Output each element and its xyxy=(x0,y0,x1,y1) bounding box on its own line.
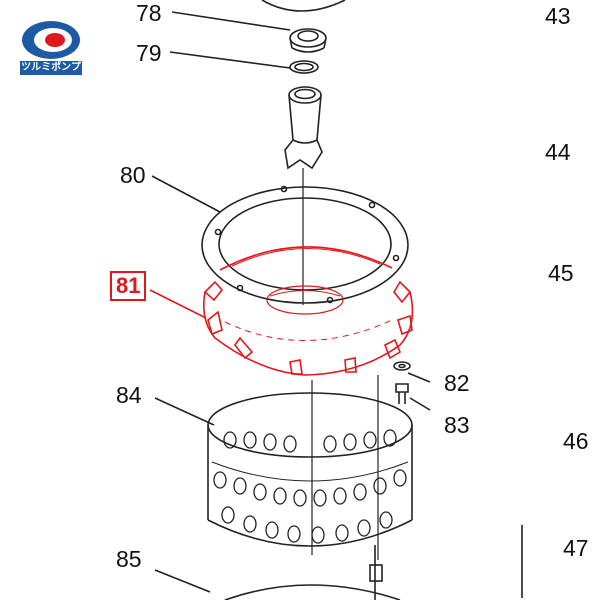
strainer-84-top xyxy=(207,392,413,458)
leader-line-84 xyxy=(154,397,215,426)
leader-line-85 xyxy=(154,569,211,593)
washer-82 xyxy=(393,361,411,371)
index-45: 45 xyxy=(548,260,574,286)
callout-82: 82 xyxy=(444,370,470,396)
gasket-80-outer xyxy=(201,186,409,304)
leader-line-83 xyxy=(409,397,431,411)
leader-line-81 xyxy=(149,289,207,319)
o-ring-79 xyxy=(289,60,319,74)
bottom-plate-85 xyxy=(224,584,401,601)
leader-line-80 xyxy=(151,175,221,213)
strainer-84-bottom xyxy=(207,519,413,547)
index-43: 43 xyxy=(545,3,571,29)
index-44: 44 xyxy=(545,139,571,165)
bolt-83-head xyxy=(395,383,409,393)
cover-plate-81 xyxy=(202,246,414,376)
leader-line-79 xyxy=(169,51,291,69)
logo-text: ツルミポンプ xyxy=(20,61,82,75)
callout-83: 83 xyxy=(444,412,470,438)
leader-line-78 xyxy=(171,11,291,31)
leader-line-82 xyxy=(407,372,431,383)
gasket-80-inner xyxy=(218,197,392,291)
callout-85: 85 xyxy=(116,546,142,572)
callout-80: 80 xyxy=(120,162,146,188)
callout-84: 84 xyxy=(116,382,142,408)
callout-81-highlighted: 81 xyxy=(110,271,147,301)
fitting-78-inner xyxy=(297,30,319,42)
strainer-perforations xyxy=(213,429,407,544)
callout-79: 79 xyxy=(136,40,162,66)
index-47: 47 xyxy=(563,535,589,561)
spout-foot xyxy=(284,139,323,170)
index-46: 46 xyxy=(563,428,589,454)
logo-mark-icon xyxy=(22,21,80,59)
top-housing-edge xyxy=(261,0,346,12)
callout-78: 78 xyxy=(136,0,162,26)
tsurumi-logo: ツルミポンプ xyxy=(20,18,82,75)
bolt-nut xyxy=(369,564,383,582)
